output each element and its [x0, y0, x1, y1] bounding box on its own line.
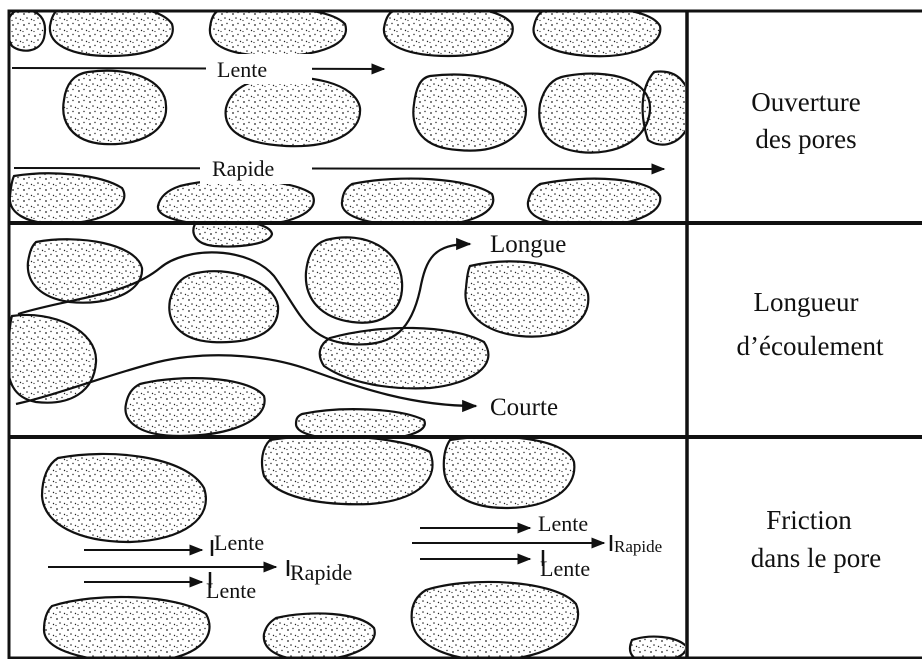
flow-label-long: Longue	[490, 231, 566, 258]
grain	[444, 437, 575, 508]
flow-label-fast-left: Rapide	[290, 560, 352, 585]
sand-grains	[42, 436, 686, 659]
grain	[528, 179, 660, 226]
grain	[42, 454, 206, 542]
grain	[539, 74, 650, 153]
panel-pore-friction: Lente Rapide Lente Lente Rapide Lente	[42, 436, 686, 659]
grain	[44, 597, 210, 659]
flow-label-slow-top-right: Lente	[538, 511, 588, 536]
grain	[320, 328, 489, 388]
grain	[125, 378, 264, 436]
grain	[50, 5, 173, 56]
grain	[8, 315, 96, 403]
row-label-pore-opening-line1: Ouverture	[751, 87, 860, 117]
row-label-flow-length-line1: Longueur	[754, 287, 859, 317]
row-labels: Ouverture des pores Longueur d’écoulemen…	[737, 87, 884, 573]
flow-label-fast-right: Rapide	[614, 537, 662, 556]
row-label-flow-length-line2: d’écoulement	[737, 331, 884, 361]
grain	[7, 10, 45, 51]
flow-label-slow-bottom-right: Lente	[540, 556, 590, 581]
grain	[63, 71, 166, 145]
grain	[210, 7, 346, 56]
grain	[10, 173, 125, 224]
grain	[384, 6, 513, 56]
flow-label-short: Courte	[490, 394, 558, 421]
grain	[534, 7, 661, 56]
flow-label-slow-bottom-left: Lente	[206, 578, 256, 603]
flow-arrow-slow	[12, 68, 384, 69]
grain	[643, 72, 691, 145]
grain	[630, 637, 686, 659]
grain	[342, 179, 493, 226]
grain	[158, 180, 314, 226]
grain	[264, 613, 375, 659]
grain	[226, 78, 361, 147]
panel-pore-opening: Lente Rapide	[7, 5, 691, 226]
flow-label-fast: Rapide	[212, 156, 274, 181]
flow-arrow-fast	[14, 168, 664, 169]
grain	[465, 261, 588, 336]
row-label-friction-line1: Friction	[766, 505, 852, 535]
sand-grains	[7, 5, 691, 226]
row-label-pore-opening-line2: des pores	[755, 124, 856, 154]
grain	[413, 74, 526, 150]
grain	[412, 582, 578, 659]
row-label-friction-line2: dans le pore	[751, 543, 881, 573]
grain	[28, 239, 142, 302]
flow-label-slow-top-left: Lente	[214, 530, 264, 555]
flow-label-slow: Lente	[217, 57, 267, 82]
grain	[169, 271, 278, 342]
grain	[262, 436, 433, 504]
grain	[306, 237, 402, 322]
panel-flow-length: Longue Courte	[8, 221, 589, 441]
